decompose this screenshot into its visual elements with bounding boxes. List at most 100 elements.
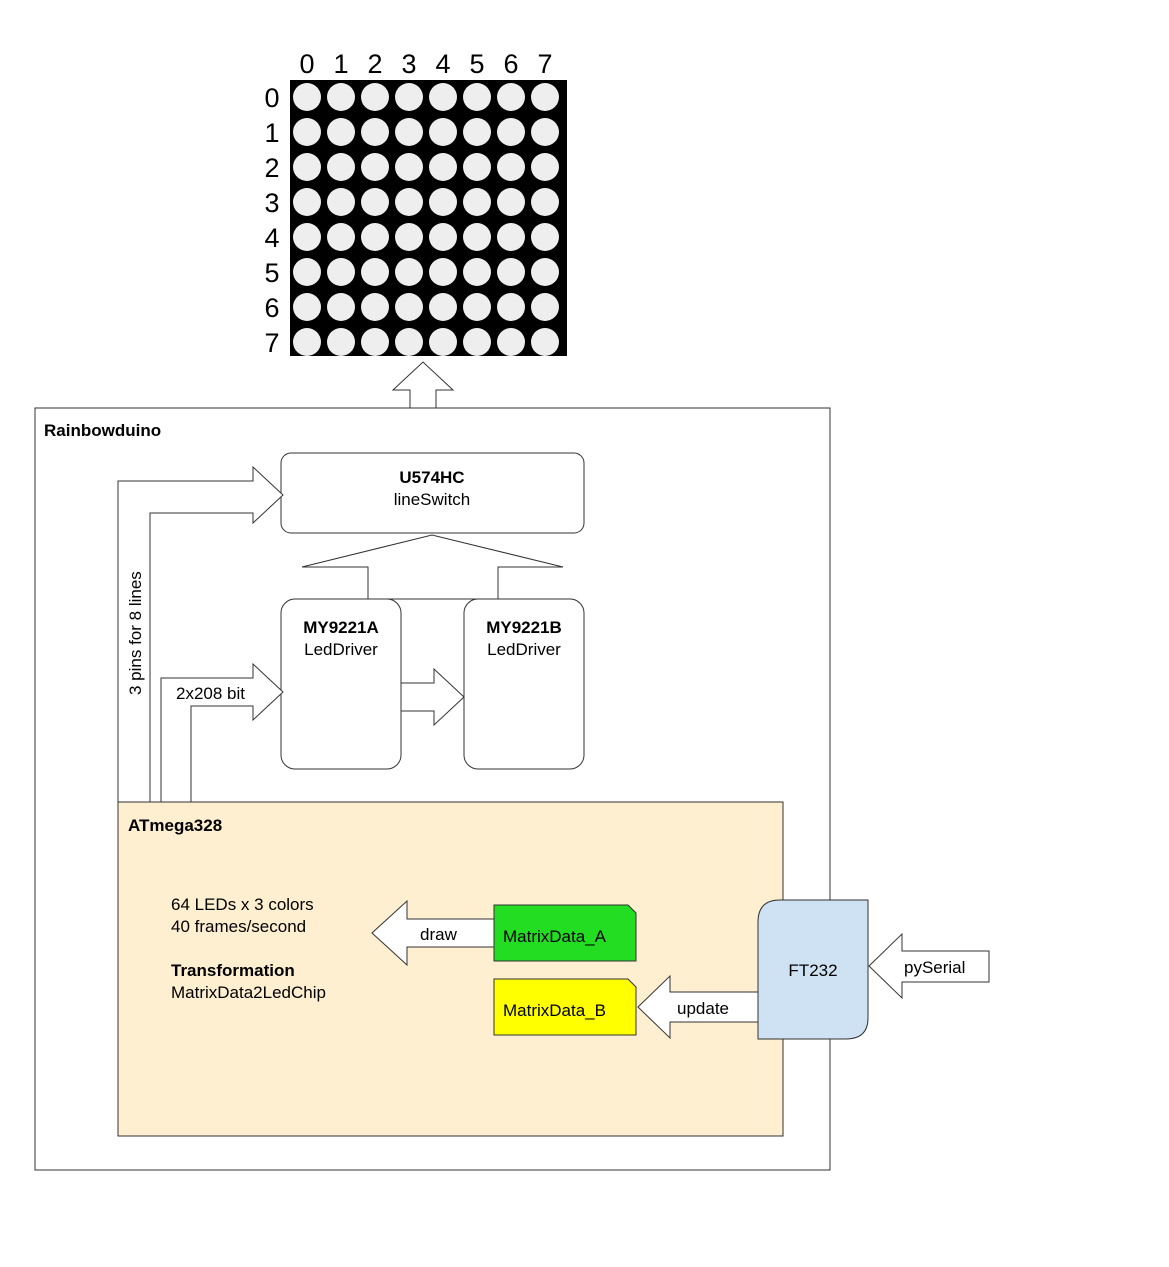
led-2-2	[361, 153, 389, 181]
my9221b-block	[463, 598, 585, 770]
led-1-4	[429, 118, 457, 146]
driver-chain-arrow	[400, 667, 465, 727]
led-2-1	[327, 153, 355, 181]
column-label: 4	[435, 49, 450, 79]
led-0-2	[361, 83, 389, 111]
my9221b-role: LedDriver	[487, 640, 561, 659]
led-5-6	[497, 258, 525, 286]
pyserial-arrow	[868, 932, 990, 1000]
led-4-0	[293, 223, 321, 251]
led-3-4	[429, 188, 457, 216]
led-6-7	[531, 293, 559, 321]
led-4-5	[463, 223, 491, 251]
led-6-5	[463, 293, 491, 321]
led-3-1	[327, 188, 355, 216]
led-4-4	[429, 223, 457, 251]
led-5-5	[463, 258, 491, 286]
led-1-2	[361, 118, 389, 146]
led-5-7	[531, 258, 559, 286]
led-6-0	[293, 293, 321, 321]
matrix-data-b	[493, 978, 637, 1036]
led-2-6	[497, 153, 525, 181]
row-label: 3	[264, 188, 279, 218]
led-5-1	[327, 258, 355, 286]
pins-label: 3 pins for 8 lines	[126, 571, 145, 695]
row-label: 1	[264, 118, 279, 148]
column-label: 3	[401, 49, 416, 79]
led-0-4	[429, 83, 457, 111]
matrix-data-a-label: MatrixData_A	[503, 927, 607, 946]
led-5-0	[293, 258, 321, 286]
u574hc-role: lineSwitch	[394, 490, 471, 509]
led-6-2	[361, 293, 389, 321]
led-7-3	[395, 328, 423, 356]
led-4-3	[395, 223, 423, 251]
led-3-3	[395, 188, 423, 216]
bits-label: 2x208 bit	[176, 684, 245, 703]
led-1-0	[293, 118, 321, 146]
led-1-7	[531, 118, 559, 146]
led-0-0	[293, 83, 321, 111]
led-1-5	[463, 118, 491, 146]
led-3-6	[497, 188, 525, 216]
column-label: 2	[367, 49, 382, 79]
my9221b-name: MY9221B	[486, 618, 562, 637]
led-4-6	[497, 223, 525, 251]
led-5-4	[429, 258, 457, 286]
led-4-1	[327, 223, 355, 251]
led-0-6	[497, 83, 525, 111]
led-3-5	[463, 188, 491, 216]
driver-merge-connector	[301, 534, 564, 600]
transform-name: MatrixData2LedChip	[171, 983, 326, 1002]
led-2-4	[429, 153, 457, 181]
column-label: 6	[503, 49, 518, 79]
led-6-6	[497, 293, 525, 321]
ft232-label: FT232	[788, 961, 837, 980]
column-label: 7	[537, 49, 552, 79]
led-6-4	[429, 293, 457, 321]
led-0-5	[463, 83, 491, 111]
led-7-1	[327, 328, 355, 356]
line-select-arrow	[117, 465, 284, 803]
led-5-2	[361, 258, 389, 286]
my9221a-name: MY9221A	[303, 618, 379, 637]
led-1-6	[497, 118, 525, 146]
pyserial-label: pySerial	[904, 958, 965, 977]
rainbowduino-label: Rainbowduino	[44, 421, 161, 440]
led-7-2	[361, 328, 389, 356]
led-0-1	[327, 83, 355, 111]
led-6-3	[395, 293, 423, 321]
column-label: 1	[333, 49, 348, 79]
update-arrow	[637, 974, 759, 1040]
row-label: 2	[264, 153, 279, 183]
my9221a-role: LedDriver	[304, 640, 378, 659]
led-3-7	[531, 188, 559, 216]
update-label: update	[677, 999, 729, 1018]
led-0-3	[395, 83, 423, 111]
led-data-arrow	[160, 662, 284, 803]
atmega-block	[117, 801, 784, 1137]
row-label: 4	[264, 223, 279, 253]
led-2-7	[531, 153, 559, 181]
led-7-6	[497, 328, 525, 356]
led-7-7	[531, 328, 559, 356]
row-labels: 0 1 2 3 4 5 6 7	[264, 83, 279, 358]
row-label: 0	[264, 83, 279, 113]
row-label: 5	[264, 258, 279, 288]
led-2-5	[463, 153, 491, 181]
led-grid	[293, 83, 559, 356]
led-0-7	[531, 83, 559, 111]
column-label: 5	[469, 49, 484, 79]
led-1-3	[395, 118, 423, 146]
row-label: 7	[264, 328, 279, 358]
row-label: 6	[264, 293, 279, 323]
led-1-1	[327, 118, 355, 146]
led-4-2	[361, 223, 389, 251]
led-3-2	[361, 188, 389, 216]
atmega-leds-text: 64 LEDs x 3 colors	[171, 895, 314, 914]
ft232-block	[757, 899, 869, 1040]
led-2-0	[293, 153, 321, 181]
led-7-4	[429, 328, 457, 356]
